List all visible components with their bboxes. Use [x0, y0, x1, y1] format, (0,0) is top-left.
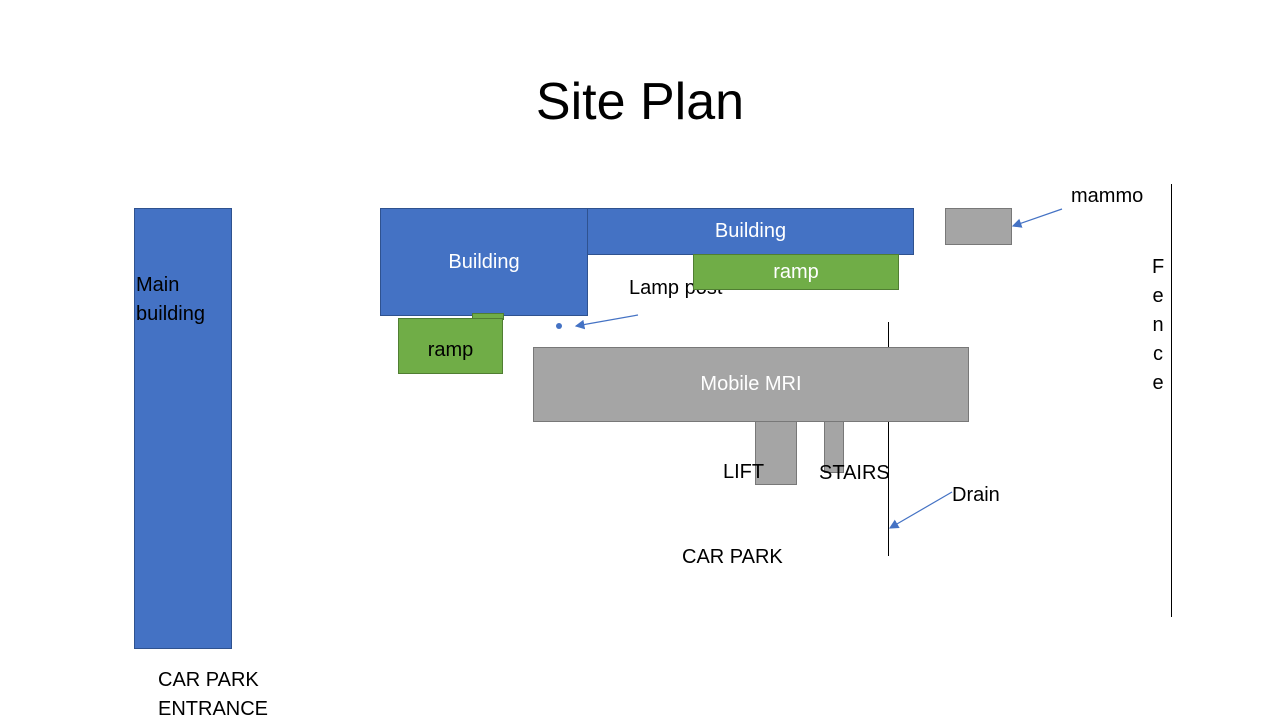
fence-letter: c	[1153, 343, 1163, 365]
fence-letter: n	[1152, 314, 1164, 336]
drain-label: Drain	[952, 484, 1000, 506]
lamp-post-icon[interactable]	[556, 323, 562, 329]
car-park-label: CAR PARK	[682, 546, 783, 568]
page-title: Site Plan	[535, 73, 745, 131]
car-park-entrance-label: CAR PARK ENTRANCE	[158, 666, 268, 724]
mammo-shape[interactable]	[945, 208, 1012, 245]
fence-letter: e	[1152, 285, 1164, 307]
ramp-left-shape[interactable]: ramp	[398, 318, 503, 374]
ramp-left-label: ramp	[427, 338, 474, 361]
drain-arrow	[888, 491, 953, 529]
mammo-label: mammo	[1071, 185, 1144, 207]
ramp-top-overlay-label: ramp	[773, 260, 819, 283]
ramp-top-overlay: ramp	[693, 254, 899, 290]
main-building-shape[interactable]	[134, 208, 232, 649]
mammo-arrow	[1011, 208, 1063, 228]
car-park-entrance-line1: CAR PARK	[158, 669, 259, 691]
building-left-shape[interactable]: Building	[380, 208, 588, 316]
fence-label: F e n c e	[1152, 253, 1164, 398]
main-building-label-line2: building	[136, 303, 205, 325]
building-top-label: Building	[714, 220, 787, 242]
lamp-post-arrow	[574, 314, 639, 330]
fence-line	[1171, 184, 1172, 617]
main-building-label: Main building	[136, 271, 205, 329]
building-left-label: Building	[448, 250, 520, 273]
lift-shape[interactable]	[755, 420, 797, 485]
fence-letter: F	[1152, 256, 1165, 278]
car-park-entrance-line2: ENTRANCE	[158, 698, 269, 720]
lift-label: LIFT	[723, 461, 765, 483]
stairs-label: STAIRS	[819, 462, 890, 484]
main-building-label-line1: Main	[136, 274, 180, 296]
drain-line	[888, 322, 889, 556]
building-top-shape[interactable]: Building	[587, 208, 914, 255]
fence-letter: e	[1152, 372, 1164, 394]
mobile-mri-label: Mobile MRI	[700, 373, 802, 395]
mobile-mri-shape[interactable]: Mobile MRI	[533, 347, 969, 422]
